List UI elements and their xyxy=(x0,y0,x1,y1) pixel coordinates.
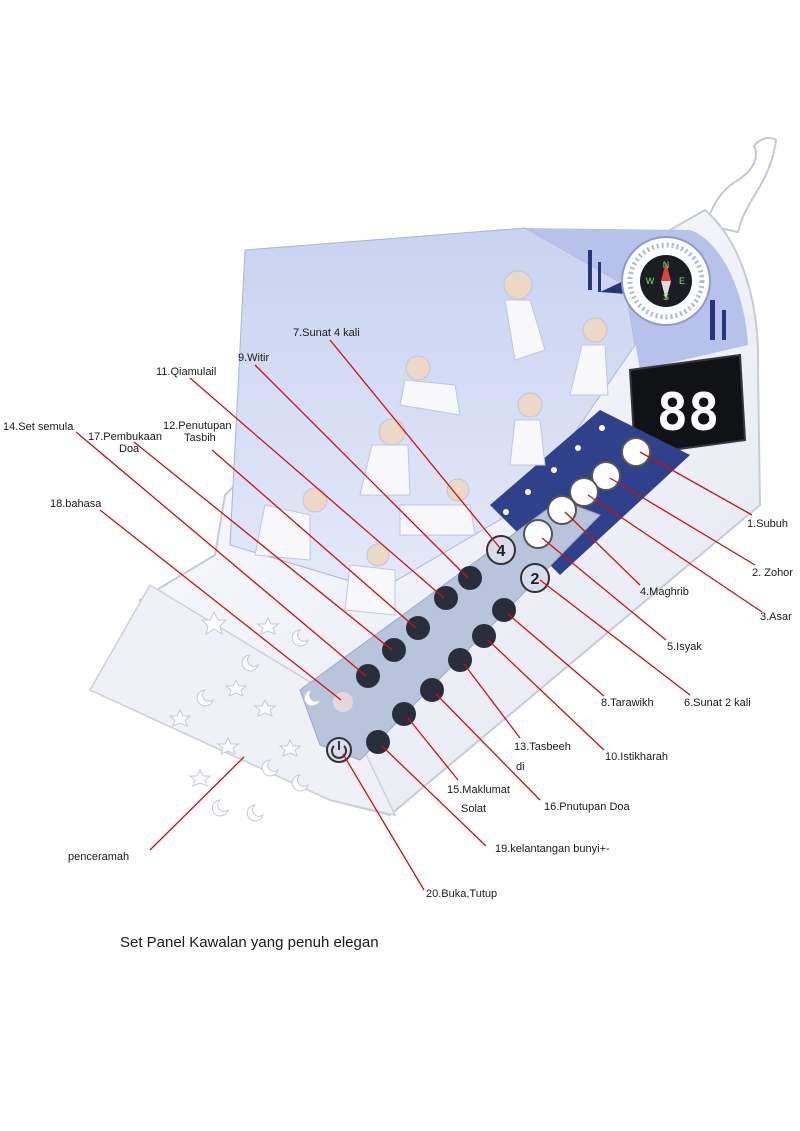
callout-set-semula: 14.Set semula xyxy=(3,421,74,433)
callout-pembukaan-doa-line1: 17.Pembukaan xyxy=(88,431,162,443)
sunat-2-glyph: 2 xyxy=(531,571,540,588)
sunat-4-glyph: 4 xyxy=(497,543,506,560)
callout-bahasa: 18.bahasa xyxy=(50,498,102,510)
witir-button[interactable] xyxy=(458,566,482,590)
callout-penutupan-tasbih-line1: 12.Penutupan xyxy=(163,420,232,432)
sunat-4-button[interactable]: 4 xyxy=(486,535,516,565)
callout-maklumat-line2: Solat xyxy=(461,803,487,815)
speaker-grille xyxy=(168,610,321,822)
callout-pnutupan-doa: 16.Pnutupan Doa xyxy=(544,801,630,813)
callout-istikharah: 10.Istikharah xyxy=(605,751,668,763)
power-button[interactable] xyxy=(326,737,352,763)
strip-moons xyxy=(503,425,605,515)
penutupan-tasbih-button[interactable] xyxy=(406,616,430,640)
maklumat-solat-button[interactable] xyxy=(392,702,416,726)
callout-penceramah: penceramah xyxy=(68,851,130,863)
qiamulail-button[interactable] xyxy=(434,586,458,610)
callout-isyak: 5.Isyak xyxy=(667,641,702,653)
svg-text:E: E xyxy=(679,276,685,286)
image-caption: Set Panel Kawalan yang penuh elegan xyxy=(120,934,379,951)
callout-tasbeeh-line2: di xyxy=(516,761,525,773)
callout-sunat-4: 7.Sunat 4 kali xyxy=(293,327,360,339)
callout-sunat-2: 6.Sunat 2 kali xyxy=(684,697,751,709)
callout-witir: 9.Witir xyxy=(238,352,270,364)
bahasa-button[interactable] xyxy=(333,692,353,712)
prayer-figures xyxy=(254,270,609,616)
compass: N S W E xyxy=(621,236,711,326)
callout-zohor: 2. Zohor xyxy=(752,567,793,579)
asar-button[interactable] xyxy=(569,477,599,507)
callout-pembukaan-doa-line2: Doa xyxy=(119,443,140,455)
callout-maghrib: 4.Maghrib xyxy=(640,586,689,598)
led-display: 88 xyxy=(628,353,747,457)
leader-lines xyxy=(75,339,763,891)
svg-text:W: W xyxy=(646,276,655,286)
callout-maklumat-line1: 15.Maklumat xyxy=(447,784,510,796)
callout-tasbeeh-line1: 13.Tasbeeh xyxy=(514,741,571,753)
tasbeeh-button[interactable] xyxy=(448,648,472,672)
callout-buka-tutup: 20.Buka,Tutup xyxy=(426,888,498,900)
isyak-button[interactable] xyxy=(523,519,553,549)
callout-subuh: 1.Subuh xyxy=(747,518,788,530)
device-left-ledge xyxy=(88,583,397,817)
zohor-button[interactable] xyxy=(591,461,621,491)
led-display-digits: 88 xyxy=(657,383,720,443)
callout-penutupan-tasbih-line2: Tasbih xyxy=(184,432,216,444)
callout-qiamulail: 11.Qiamulail xyxy=(156,366,217,378)
subuh-button[interactable] xyxy=(621,437,651,467)
svg-text:N: N xyxy=(663,260,670,270)
set-semula-button[interactable] xyxy=(356,664,380,688)
callout-kelantangan: 19.kelantangan bunyi+- xyxy=(495,843,610,855)
device-hook xyxy=(704,137,778,234)
callout-asar: 3.Asar xyxy=(760,611,792,623)
svg-text:S: S xyxy=(663,292,669,302)
callout-tarawikh: 8.Tarawikh xyxy=(601,697,654,709)
sunat-2-button[interactable]: 2 xyxy=(520,563,550,593)
power-icon xyxy=(331,745,347,759)
maghrib-button[interactable] xyxy=(547,495,577,525)
pembukaan-doa-button[interactable] xyxy=(382,638,406,662)
